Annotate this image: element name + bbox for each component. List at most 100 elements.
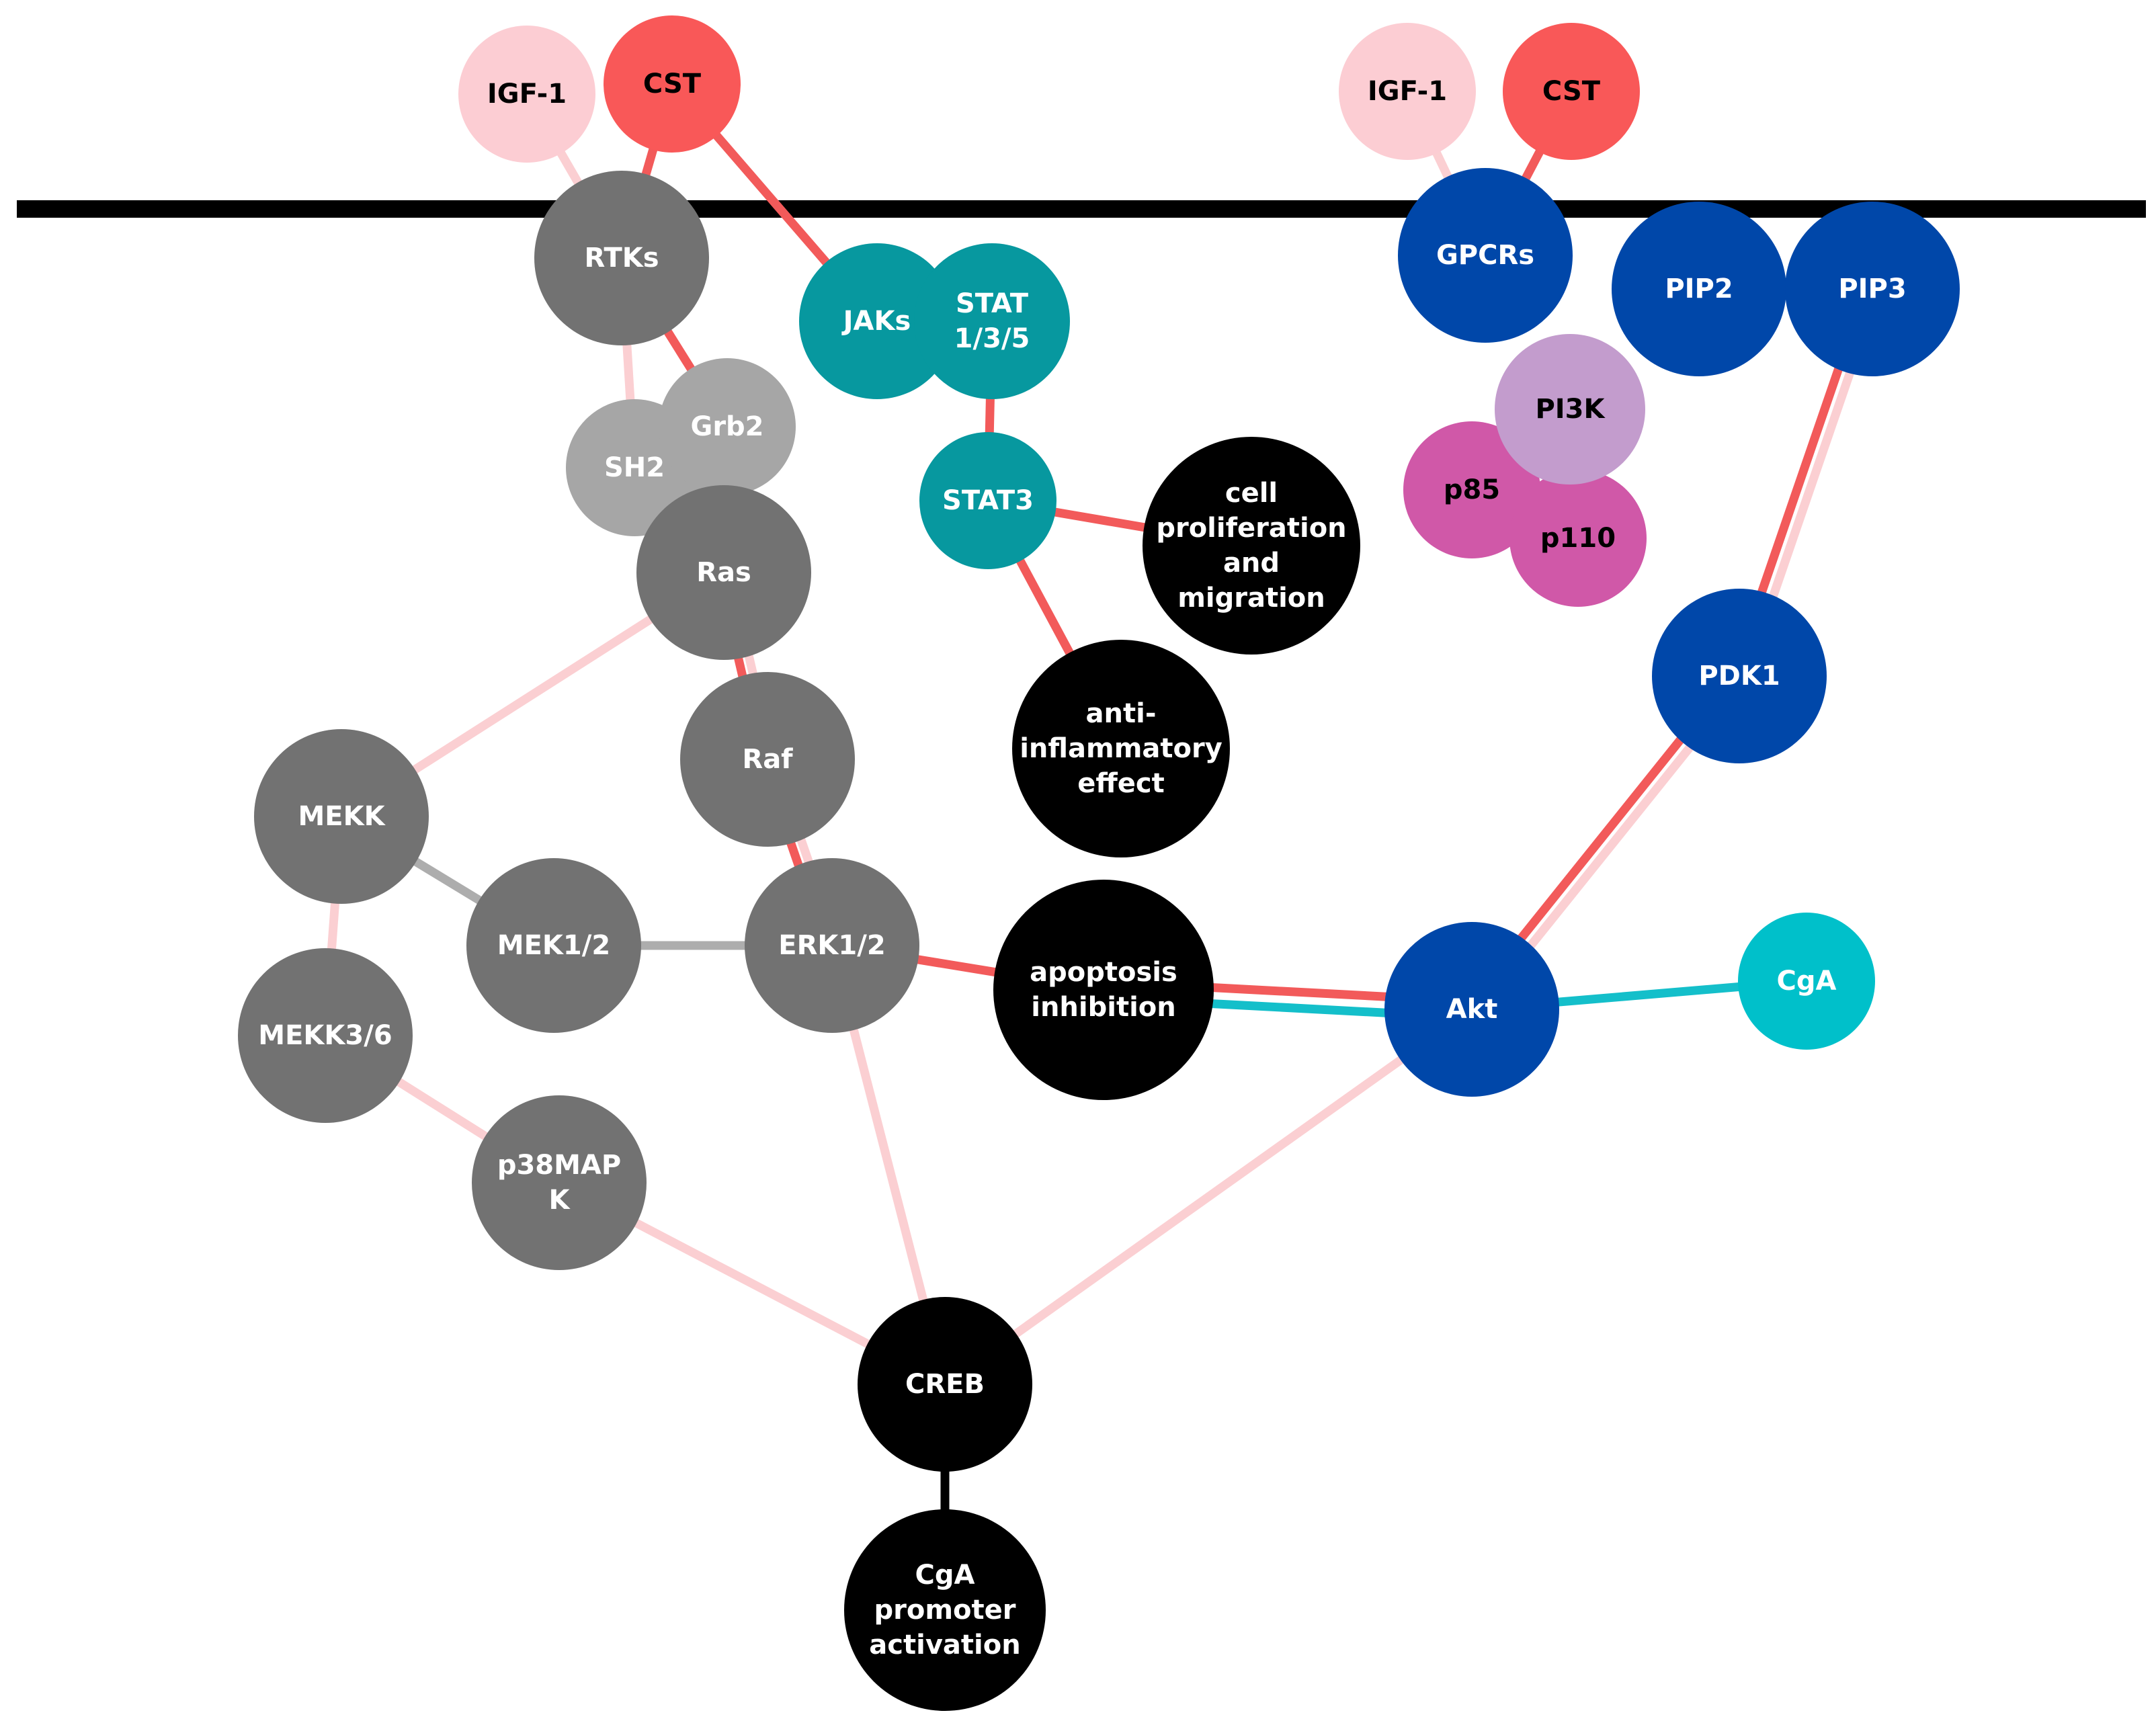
node-cell-prolif: cell proliferation and migration xyxy=(1143,437,1360,655)
mekk-circle xyxy=(254,729,429,904)
node-pip2: PIP2 xyxy=(1612,202,1786,376)
pip2-label: PIP2 xyxy=(1665,274,1733,304)
stat135-circle xyxy=(914,243,1070,399)
pdk1-circle xyxy=(1652,589,1827,763)
stat135-label: 1/3/5 xyxy=(954,323,1030,354)
pi3k-label: PI3K xyxy=(1535,394,1606,425)
node-pip3: PIP3 xyxy=(1785,202,1960,376)
grb2-circle xyxy=(659,358,796,495)
node-pi3k: PI3K xyxy=(1495,334,1645,485)
igf1-left-label: IGF-1 xyxy=(487,79,567,110)
p38mapk-label: p38MAP xyxy=(497,1150,621,1181)
p85-circle xyxy=(1403,421,1540,558)
cga-promoter-label: promoter xyxy=(874,1595,1016,1626)
rtks-label: RTKs xyxy=(584,243,659,274)
cga-label: CgA xyxy=(1777,966,1837,997)
p110-label: p110 xyxy=(1540,523,1616,554)
p38mapk-label: K xyxy=(549,1185,571,1216)
node-gpcrs: GPCRs xyxy=(1398,168,1573,343)
mek12-label: MEK1/2 xyxy=(497,930,610,961)
jaks-circle xyxy=(799,243,955,399)
anti-inflam-label: effect xyxy=(1077,768,1165,799)
anti-inflam-label: inflammatory xyxy=(1020,733,1222,764)
igf1-left-circle xyxy=(458,26,595,163)
node-mekk: MEKK xyxy=(254,729,429,904)
rtks-circle xyxy=(534,171,709,345)
node-cst-right: CST xyxy=(1503,23,1640,160)
cst-right-label: CST xyxy=(1542,76,1601,107)
anti-inflam-circle xyxy=(1012,640,1230,857)
stat3-label: STAT3 xyxy=(942,485,1034,516)
node-akt: Akt xyxy=(1384,922,1559,1097)
apoptosis-label: inhibition xyxy=(1031,992,1176,1023)
node-apoptosis: apoptosis inhibition xyxy=(993,880,1214,1100)
mekk-label: MEKK xyxy=(298,801,386,832)
sh2-label: SH2 xyxy=(604,452,665,483)
mek12-circle xyxy=(466,858,641,1033)
creb-circle xyxy=(858,1297,1032,1472)
igf1-right-circle xyxy=(1339,23,1476,160)
ras-circle xyxy=(636,485,811,660)
akt-label: Akt xyxy=(1446,994,1498,1025)
mekk36-label: MEKK3/6 xyxy=(258,1020,392,1051)
cga-circle xyxy=(1738,913,1875,1050)
cell-membrane xyxy=(17,200,2146,218)
node-raf: Raf xyxy=(680,672,855,847)
p38mapk-circle xyxy=(472,1095,647,1270)
node-mekk36: MEKK3/6 xyxy=(238,948,413,1123)
node-grb2: Grb2 xyxy=(659,358,796,495)
pip2-circle xyxy=(1612,202,1786,376)
cga-promoter-label: activation xyxy=(869,1630,1020,1661)
raf-circle xyxy=(680,672,855,847)
cell-prolif-label: proliferation xyxy=(1156,513,1346,544)
node-p38mapk: p38MAP K xyxy=(472,1095,647,1270)
pdk1-label: PDK1 xyxy=(1698,661,1780,691)
igf1-right-label: IGF-1 xyxy=(1368,76,1447,107)
jaks-label: JAKs xyxy=(841,306,911,337)
cst-right-circle xyxy=(1503,23,1640,160)
node-mek12: MEK1/2 xyxy=(466,858,641,1033)
p110-circle xyxy=(1509,470,1647,607)
node-p85: p85 xyxy=(1403,421,1540,558)
cell-prolif-label: and xyxy=(1223,548,1280,579)
erk12-label: ERK1/2 xyxy=(778,930,885,961)
apoptosis-label: apoptosis xyxy=(1030,957,1177,988)
node-stat3: STAT3 xyxy=(919,432,1056,569)
creb-label: CREB xyxy=(905,1369,985,1400)
raf-label: Raf xyxy=(742,744,793,775)
pip3-label: PIP3 xyxy=(1838,274,1906,304)
akt-circle xyxy=(1384,922,1559,1097)
node-p110: p110 xyxy=(1509,470,1647,607)
grb2-label: Grb2 xyxy=(690,411,763,442)
cell-prolif-label: cell xyxy=(1225,478,1278,509)
gpcrs-label: GPCRs xyxy=(1436,240,1534,271)
stat3-circle xyxy=(919,432,1056,569)
node-pdk1: PDK1 xyxy=(1652,589,1827,763)
cell-prolif-circle xyxy=(1143,437,1360,655)
gpcrs-circle xyxy=(1398,168,1573,343)
node-creb: CREB xyxy=(858,1297,1032,1472)
cell-prolif-label: migration xyxy=(1177,583,1325,614)
pi3k-circle xyxy=(1495,334,1645,485)
node-igf1-right: IGF-1 xyxy=(1339,23,1476,160)
mekk36-circle xyxy=(238,948,413,1123)
cst-left-label: CST xyxy=(643,69,702,99)
erk12-circle xyxy=(745,858,919,1033)
node-jaks: JAKs xyxy=(799,243,955,399)
cga-promoter-circle xyxy=(844,1509,1046,1711)
node-cst-left: CST xyxy=(604,15,741,153)
apoptosis-circle xyxy=(993,880,1214,1100)
cst-left-circle xyxy=(604,15,741,153)
node-rtks: RTKs xyxy=(534,171,709,345)
node-ras: Ras xyxy=(636,485,811,660)
node-igf1-left: IGF-1 xyxy=(458,26,595,163)
ras-label: Ras xyxy=(696,557,751,588)
pip3-circle xyxy=(1785,202,1960,376)
link-akt-to-creb xyxy=(942,1005,1475,1388)
node-erk12: ERK1/2 xyxy=(745,858,919,1033)
